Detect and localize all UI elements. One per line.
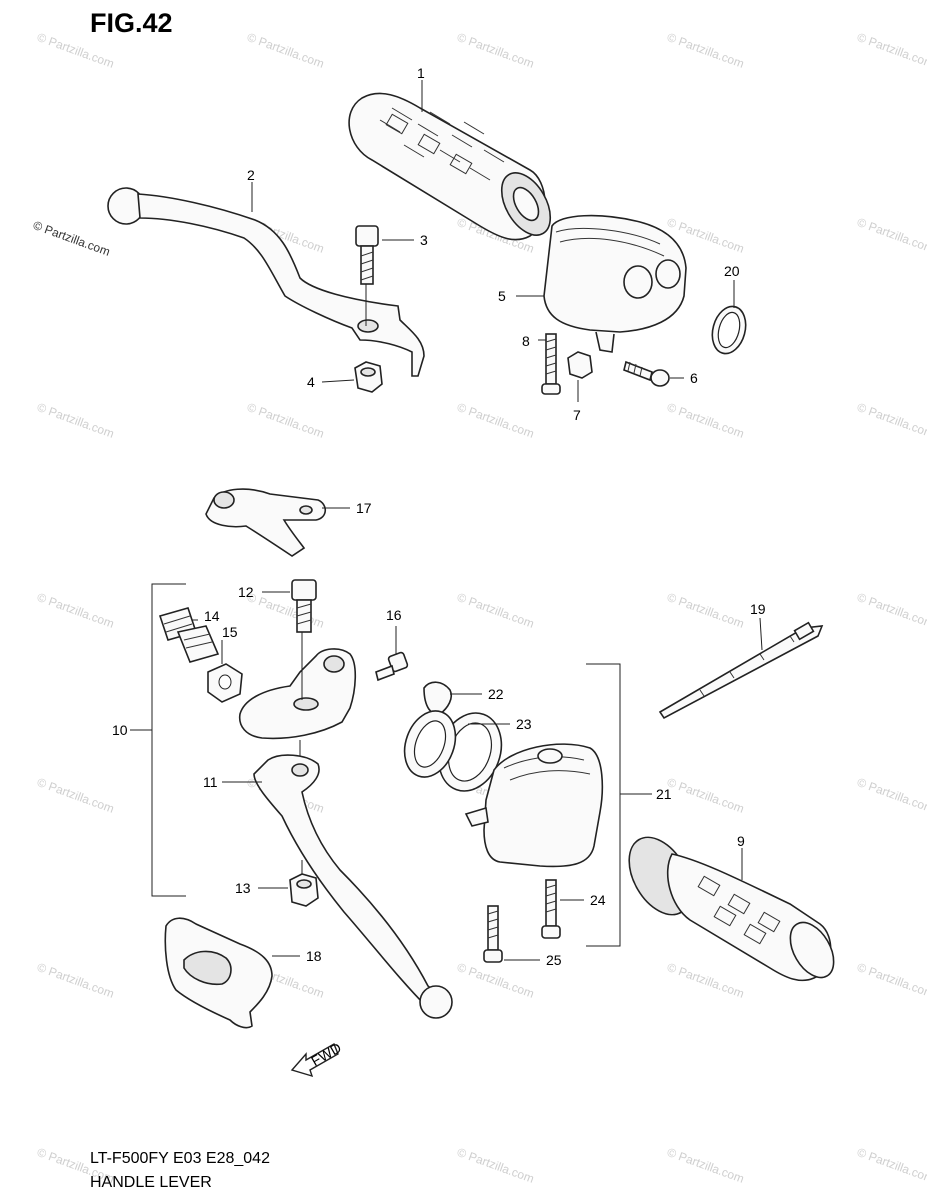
part-25-screw[interactable] bbox=[483, 905, 503, 963]
part-14-adjuster[interactable] bbox=[158, 607, 220, 663]
part-8-long-screw[interactable] bbox=[541, 333, 561, 395]
lever-bracket[interactable] bbox=[238, 648, 357, 740]
callout-2: 2 bbox=[247, 167, 255, 183]
callout-20: 20 bbox=[724, 263, 740, 279]
callout-4: 4 bbox=[307, 374, 315, 390]
part-21-throttle-housing[interactable] bbox=[464, 743, 604, 868]
callout-3: 3 bbox=[420, 232, 428, 248]
part-15-lock-nut[interactable] bbox=[207, 663, 243, 703]
callout-5: 5 bbox=[498, 288, 506, 304]
leader-lines bbox=[130, 80, 763, 961]
callout-15: 15 bbox=[222, 624, 238, 640]
part-17-parking-lever[interactable] bbox=[205, 488, 327, 557]
bracket-10 bbox=[151, 583, 186, 897]
part-22-throttle-lever[interactable] bbox=[423, 681, 453, 716]
part-6-screw[interactable] bbox=[623, 360, 670, 387]
part-20-o-ring[interactable] bbox=[707, 303, 750, 358]
part-2-brake-lever[interactable] bbox=[107, 187, 425, 377]
callout-14: 14 bbox=[204, 608, 220, 624]
callouts: 1 2 3 4 5 6 7 8 9 10 11 12 13 14 15 16 1… bbox=[112, 65, 766, 968]
callout-7: 7 bbox=[573, 407, 581, 423]
callout-16: 16 bbox=[386, 607, 402, 623]
callout-8: 8 bbox=[522, 333, 530, 349]
callout-12: 12 bbox=[238, 584, 254, 600]
part-5-switch-housing[interactable] bbox=[543, 214, 687, 353]
part-9-left-grip[interactable] bbox=[616, 827, 842, 985]
fwd-arrow-icon: FWD bbox=[290, 1039, 344, 1078]
part-7-nut[interactable] bbox=[567, 351, 593, 379]
part-16-screw[interactable] bbox=[375, 651, 409, 682]
callout-11: 11 bbox=[203, 774, 218, 790]
callout-6: 6 bbox=[690, 370, 698, 386]
callout-23: 23 bbox=[516, 716, 532, 732]
part-23-seal-ring[interactable] bbox=[396, 704, 512, 800]
part-13-nut[interactable] bbox=[289, 873, 319, 907]
callout-24: 24 bbox=[590, 892, 606, 908]
diagram-name: HANDLE LEVER bbox=[90, 1174, 212, 1191]
model-code: LT-F500FY E03 E28_042 bbox=[90, 1150, 270, 1167]
callout-19: 19 bbox=[750, 601, 766, 617]
part-4-nut[interactable] bbox=[354, 361, 383, 393]
callout-21: 21 bbox=[656, 786, 672, 802]
part-12-bolt[interactable] bbox=[291, 579, 317, 633]
figure-title: FIG.42 bbox=[90, 8, 173, 38]
callout-1: 1 bbox=[417, 65, 425, 81]
callout-10: 10 bbox=[112, 722, 128, 738]
bracket-21 bbox=[586, 663, 621, 947]
fwd-label: FWD bbox=[308, 1039, 344, 1069]
part-3-bolt[interactable] bbox=[355, 225, 379, 285]
part-24-screw[interactable] bbox=[541, 879, 561, 939]
callout-13: 13 bbox=[235, 880, 251, 896]
part-18-lever-guard[interactable] bbox=[164, 917, 273, 1029]
part-11-clutch-lever[interactable] bbox=[253, 754, 453, 1019]
part-1-right-grip[interactable] bbox=[348, 92, 560, 243]
callout-17: 17 bbox=[356, 500, 372, 516]
callout-18: 18 bbox=[306, 948, 322, 964]
callout-22: 22 bbox=[488, 686, 504, 702]
callout-25: 25 bbox=[546, 952, 562, 968]
callout-9: 9 bbox=[737, 833, 745, 849]
part-19-cable-tie[interactable] bbox=[658, 621, 824, 720]
